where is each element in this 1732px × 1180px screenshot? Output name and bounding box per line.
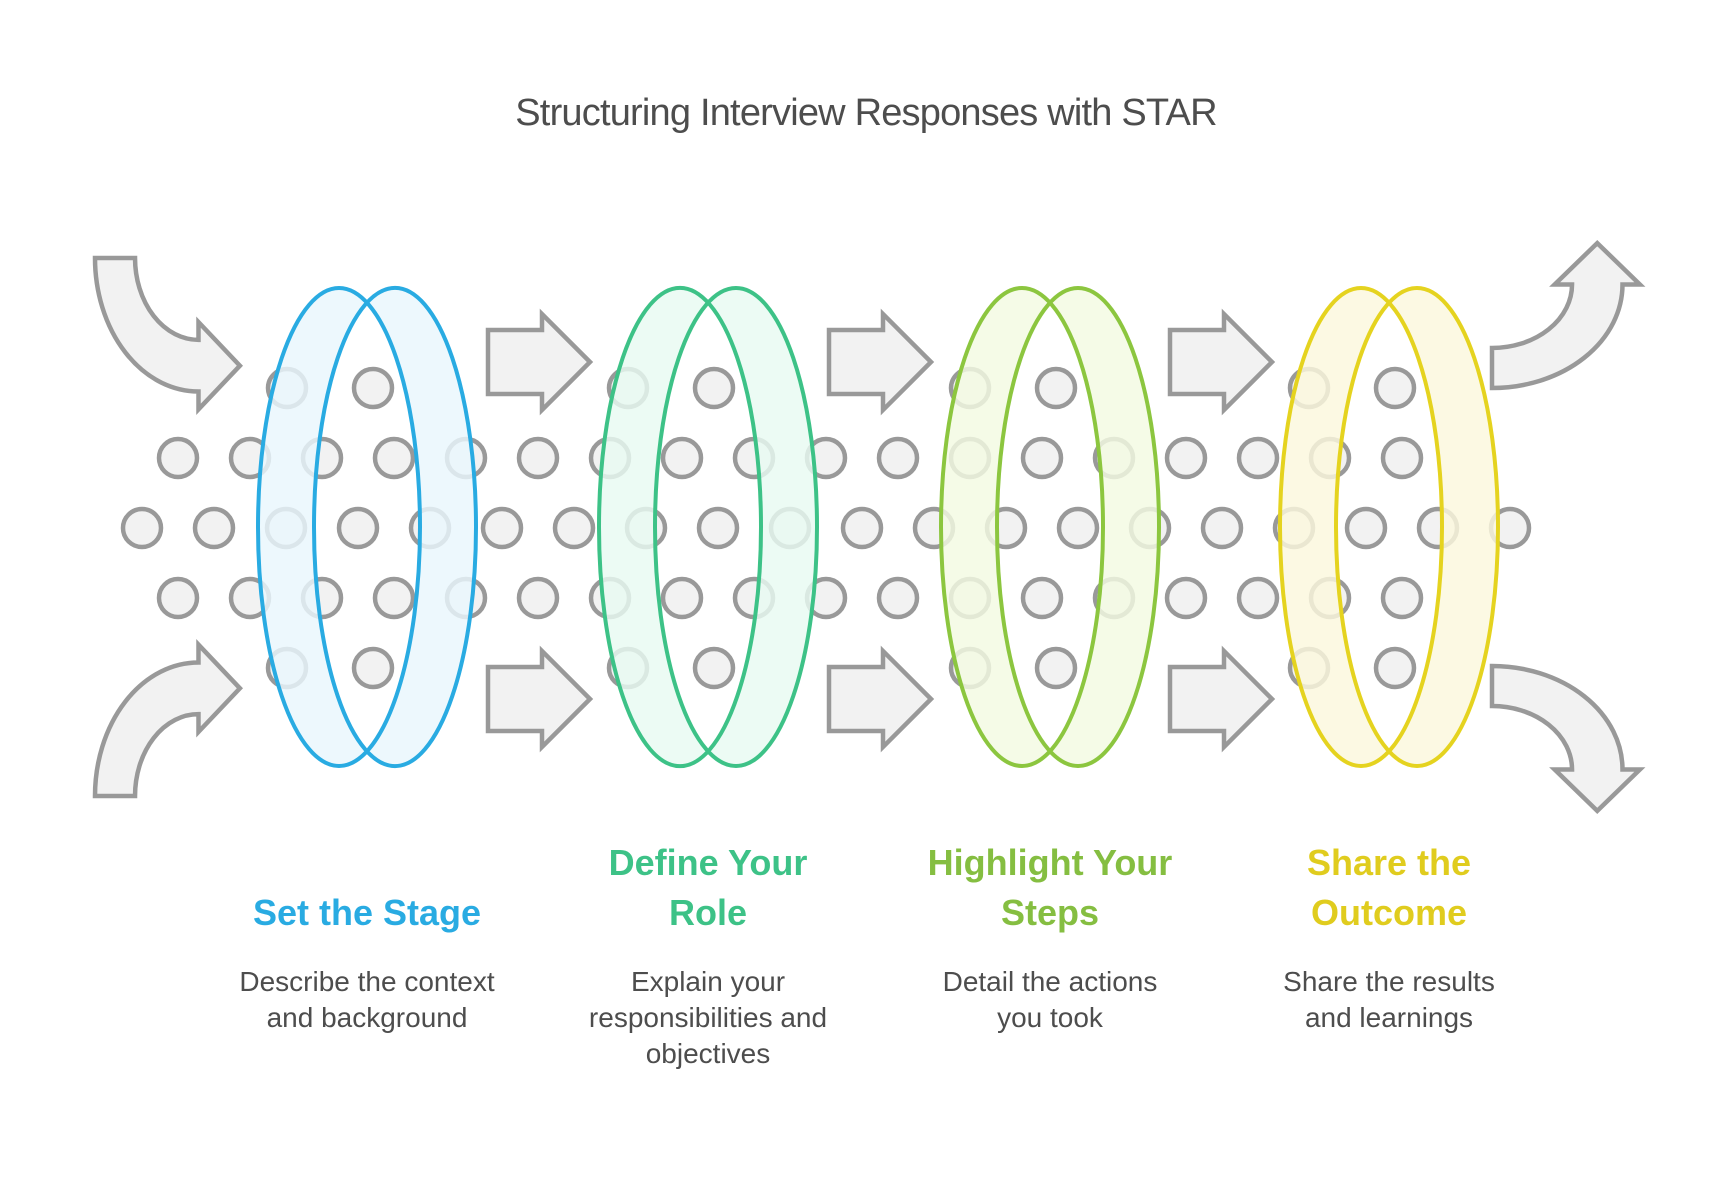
dot <box>516 576 560 620</box>
dot <box>876 576 920 620</box>
dot <box>372 436 416 480</box>
dot <box>1164 576 1208 620</box>
dot <box>1373 366 1417 410</box>
flow-arrow <box>485 308 594 416</box>
dot <box>1380 576 1424 620</box>
dot <box>351 366 395 410</box>
dot <box>516 436 560 480</box>
dot <box>1380 436 1424 480</box>
dot <box>351 646 395 690</box>
dot <box>696 506 740 550</box>
dot <box>1056 506 1100 550</box>
dot <box>336 506 380 550</box>
dot <box>692 646 736 690</box>
dot <box>876 436 920 480</box>
dot <box>1200 506 1244 550</box>
dot <box>840 506 884 550</box>
ring-situation <box>255 286 479 768</box>
curved-arrow-top-right <box>1492 243 1640 388</box>
dot <box>660 576 704 620</box>
flow-arrow <box>1167 308 1276 416</box>
flow-arrow <box>826 645 935 753</box>
ring-task <box>596 286 820 768</box>
dot <box>156 576 200 620</box>
ring-action <box>938 286 1162 768</box>
flow-arrow <box>485 645 594 753</box>
ring-result <box>1277 286 1501 768</box>
curved-arrow-top-left <box>95 258 240 409</box>
flow-arrow <box>826 308 935 416</box>
dot <box>1373 646 1417 690</box>
dot <box>1020 576 1064 620</box>
curved-arrow-bottom-left <box>95 645 240 796</box>
dot <box>1236 436 1280 480</box>
dot <box>1034 366 1078 410</box>
dot <box>1344 506 1388 550</box>
dot <box>1236 576 1280 620</box>
dot <box>692 366 736 410</box>
dot <box>480 506 524 550</box>
stage-title: Set the Stage <box>252 892 482 933</box>
curved-arrow-bottom-right <box>1492 666 1640 811</box>
diagram-title: Structuring Interview Responses with STA… <box>515 92 1217 134</box>
dot <box>372 576 416 620</box>
dot <box>1164 436 1208 480</box>
dot <box>1034 646 1078 690</box>
dot <box>1020 436 1064 480</box>
dot <box>552 506 596 550</box>
dot <box>192 506 236 550</box>
dot <box>156 436 200 480</box>
dot <box>660 436 704 480</box>
dot <box>120 506 164 550</box>
flow-arrow <box>1167 645 1276 753</box>
